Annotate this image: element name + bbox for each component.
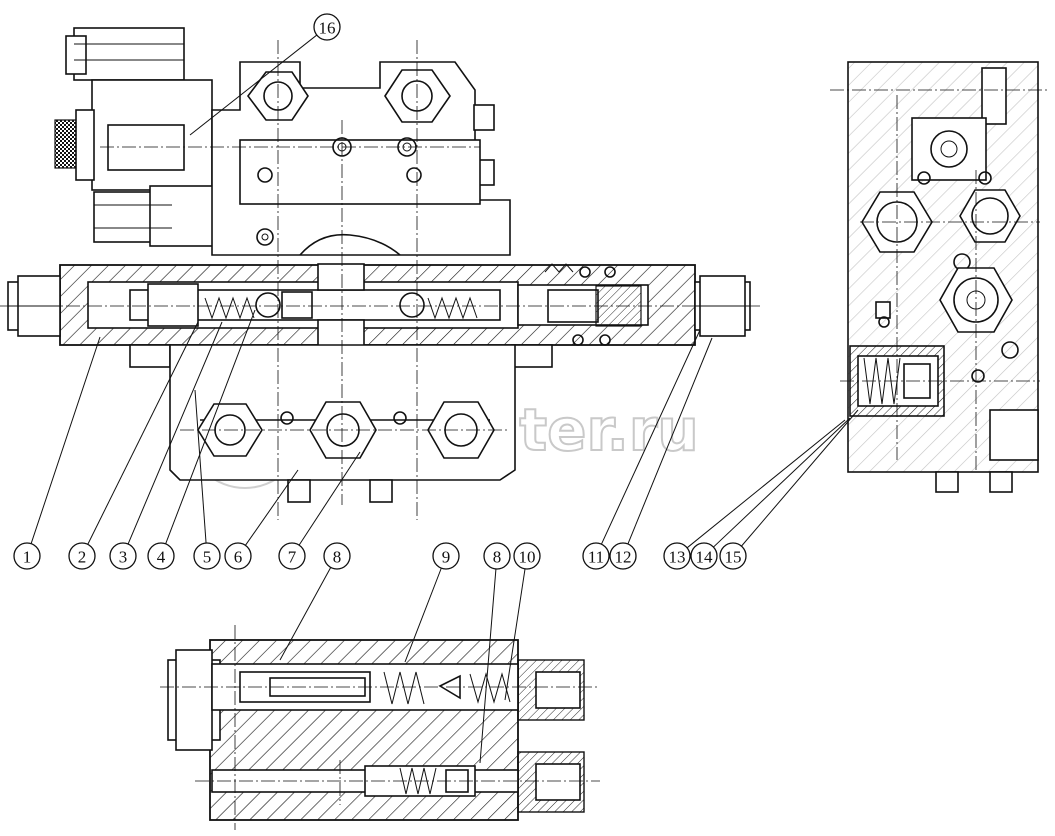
callout-number: 3 <box>119 548 128 567</box>
main-valve-view <box>0 27 760 520</box>
callout-circle <box>147 542 175 570</box>
callout-leader-line <box>279 567 332 661</box>
callout-circle <box>582 542 610 570</box>
side-valve-view <box>830 61 1050 493</box>
callout-c3: 3 <box>109 321 223 570</box>
callout-leader-line <box>504 568 526 701</box>
callout-circle <box>719 542 747 570</box>
callout-circle <box>193 542 221 570</box>
callout-circle <box>323 542 351 570</box>
callout-circle <box>690 542 718 570</box>
callout-circle <box>224 542 252 570</box>
callout-circle <box>278 542 306 570</box>
callout-c6: 6 <box>224 469 299 570</box>
callout-c1: 1 <box>13 336 101 570</box>
callout-leader-line <box>686 419 846 549</box>
callout-leader-line <box>189 34 318 136</box>
callout-leader-line <box>194 389 207 544</box>
callout-circle <box>609 542 637 570</box>
callout-number: 10 <box>519 548 536 567</box>
callout-number: 1 <box>23 548 32 567</box>
callout-c14: 14 <box>690 417 851 570</box>
callout-leader-line <box>600 329 701 545</box>
callout-number: 12 <box>615 548 632 567</box>
callout-c7: 7 <box>278 451 361 570</box>
callout-circle <box>513 542 541 570</box>
bottom-section-view <box>160 625 600 830</box>
callout-number: 7 <box>288 548 297 567</box>
callout-number: 9 <box>442 548 451 567</box>
callout-circle <box>68 542 96 570</box>
callout-number: 2 <box>78 548 87 567</box>
callout-leader-line <box>627 337 713 545</box>
callout-number: 4 <box>157 548 166 567</box>
callout-c10: 10 <box>504 542 541 701</box>
callout-leader-line <box>404 567 442 663</box>
callout-c13: 13 <box>663 419 846 570</box>
callout-number: 13 <box>669 548 686 567</box>
callout-leader-line <box>30 336 101 544</box>
callout-circle <box>663 542 691 570</box>
callout-c12: 12 <box>609 337 713 570</box>
callout-leader-line <box>165 309 256 545</box>
callout-leader-line <box>741 409 859 547</box>
callout-circle <box>483 542 511 570</box>
callout-number: 14 <box>696 548 714 567</box>
callout-c8b: 8 <box>479 542 511 764</box>
callout-leader-line <box>87 321 199 545</box>
callout-number: 16 <box>319 19 336 38</box>
callout-c8a: 8 <box>279 542 351 661</box>
callout-number: 11 <box>588 548 604 567</box>
callout-number: 5 <box>203 548 212 567</box>
callout-c16: 16 <box>189 13 341 136</box>
callout-leader-line <box>479 568 497 764</box>
callout-number: 6 <box>234 548 243 567</box>
callout-circle <box>13 542 41 570</box>
callout-leader-line <box>298 451 361 546</box>
callout-number: 8 <box>333 548 342 567</box>
callout-leader-line <box>245 469 299 546</box>
callout-c2: 2 <box>68 321 199 570</box>
callout-number: 8 <box>493 548 502 567</box>
callout-number: 15 <box>725 548 742 567</box>
callout-c15: 15 <box>719 409 859 570</box>
callout-circle <box>432 542 460 570</box>
callout-circle <box>313 13 341 41</box>
callout-leader-line <box>127 321 223 545</box>
callout-c5: 5 <box>193 389 221 570</box>
callout-c11: 11 <box>582 329 701 570</box>
callout-circle <box>109 542 137 570</box>
callout-c4: 4 <box>147 309 256 570</box>
callout-c9: 9 <box>404 542 460 663</box>
callout-leader-line <box>713 417 851 548</box>
